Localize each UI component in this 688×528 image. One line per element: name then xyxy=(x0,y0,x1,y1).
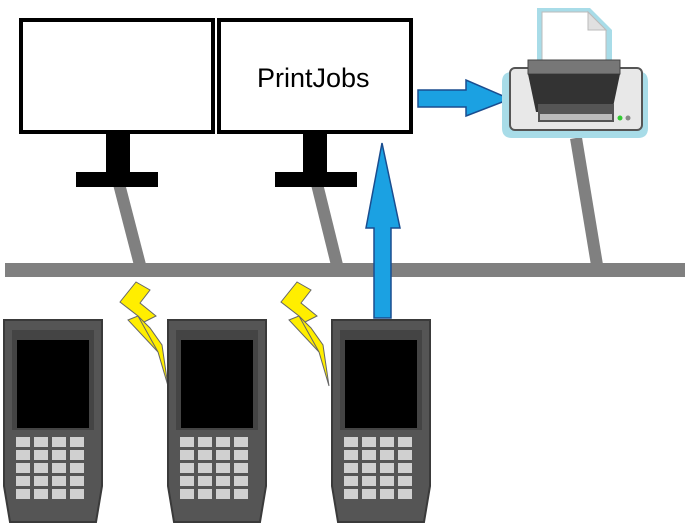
server-right-monitor-icon: PrintJobs xyxy=(217,18,413,187)
printer-icon xyxy=(502,8,648,138)
bus-drop-printer xyxy=(570,137,603,266)
network-bus xyxy=(5,263,685,277)
bus-drop-left-server xyxy=(112,178,146,267)
arrow-to-printer-icon xyxy=(417,78,512,118)
handheld-3-icon xyxy=(331,319,431,523)
lightning-icon-1 xyxy=(119,281,169,387)
handheld-2-icon xyxy=(167,319,267,523)
server-left-monitor-icon xyxy=(19,18,215,187)
lightning-icon-2 xyxy=(280,281,330,387)
handheld-group xyxy=(3,319,431,523)
bus-drop-right-server xyxy=(310,178,343,267)
server-right-label: PrintJobs xyxy=(257,63,370,93)
handheld-1-icon xyxy=(3,319,103,523)
arrow-up-to-server-icon xyxy=(365,142,401,319)
